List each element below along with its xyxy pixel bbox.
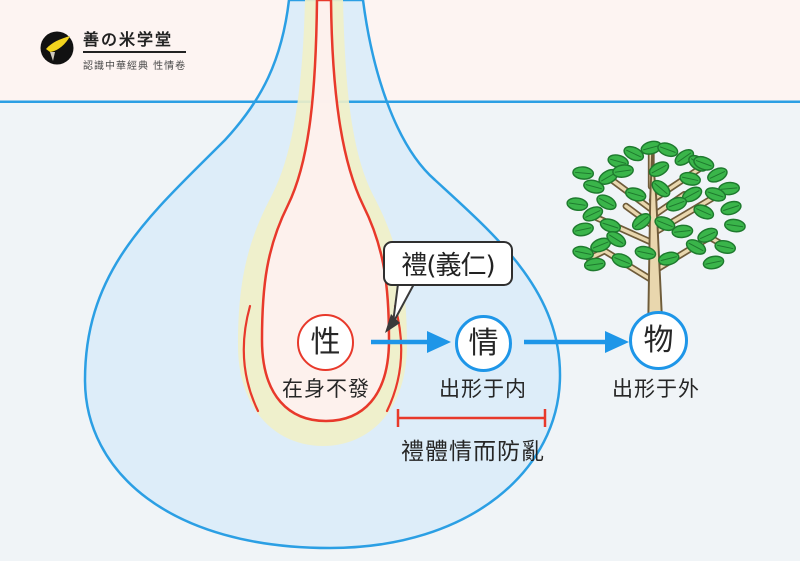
tree-leaf (572, 166, 595, 180)
bird-icon (40, 31, 74, 65)
tree-leaf (631, 213, 652, 231)
tree-leaf (654, 216, 676, 232)
tree-leaf (693, 155, 715, 171)
tree-leaf (612, 164, 634, 178)
right-arc (385, 304, 403, 413)
arrow-qing-to-wu (524, 331, 629, 353)
tree-leaf (707, 167, 728, 183)
node-wu: 物 (629, 311, 688, 370)
tree-leaf (693, 204, 715, 220)
logo-subtitle: 認識中華經典 性情卷 (83, 60, 187, 72)
caption-wu: 出形于外 (612, 377, 700, 401)
red-teardrop (260, 0, 391, 423)
caption-xing: 在身不發 (282, 377, 370, 401)
bracket-label: 禮體情而防亂 (401, 439, 545, 465)
node-qing: 情 (455, 315, 512, 372)
tree-leaf (697, 227, 719, 243)
tree-leaf (611, 253, 633, 269)
tree-leaf (714, 239, 736, 254)
tree-leaf (657, 142, 679, 158)
left-arc (242, 304, 260, 413)
tree-leaf (572, 222, 594, 237)
tree-leaf (665, 196, 688, 212)
tree-leaf (606, 231, 627, 248)
horizon-line (0, 100, 800, 103)
tree-illustration (566, 140, 746, 318)
tree-leaf (634, 245, 657, 260)
tree-leaf (583, 179, 605, 194)
tree-leaf (651, 179, 671, 198)
tree-leaf (724, 218, 746, 233)
node-xing: 性 (297, 314, 354, 371)
tree-leaf (720, 200, 742, 216)
tree-leaf (599, 218, 622, 233)
tree-leaf (596, 194, 617, 211)
tree-leaf (685, 239, 707, 255)
tree-leaf (702, 255, 725, 270)
measure-bracket (396, 409, 547, 427)
tree-leaf (681, 186, 703, 203)
tree-leaf (566, 197, 589, 212)
tree-leaf (582, 206, 604, 222)
logo-title: 善の米学堂 (83, 31, 187, 53)
site-logo: 善の米学堂 認識中華經典 性情卷 (40, 31, 187, 72)
tree-leaf (671, 224, 694, 239)
callout-tail-arrowhead (385, 314, 400, 333)
tree-leaf (658, 251, 680, 266)
arrow-xing-to-qing (371, 331, 451, 353)
callout-li-yi-ren: 禮(義仁) (383, 241, 513, 286)
tree-leaf (679, 171, 701, 186)
caption-qing: 出形于内 (439, 377, 527, 401)
header-strip (0, 0, 800, 101)
tree-leaf (704, 187, 727, 202)
tree-leaves (566, 140, 746, 272)
tree-leaf (624, 187, 647, 202)
tree-leaf (572, 245, 594, 260)
logo-text: 善の米学堂 認識中華經典 性情卷 (83, 31, 187, 72)
tree-leaf (648, 161, 670, 178)
tree-leaf (623, 145, 645, 162)
